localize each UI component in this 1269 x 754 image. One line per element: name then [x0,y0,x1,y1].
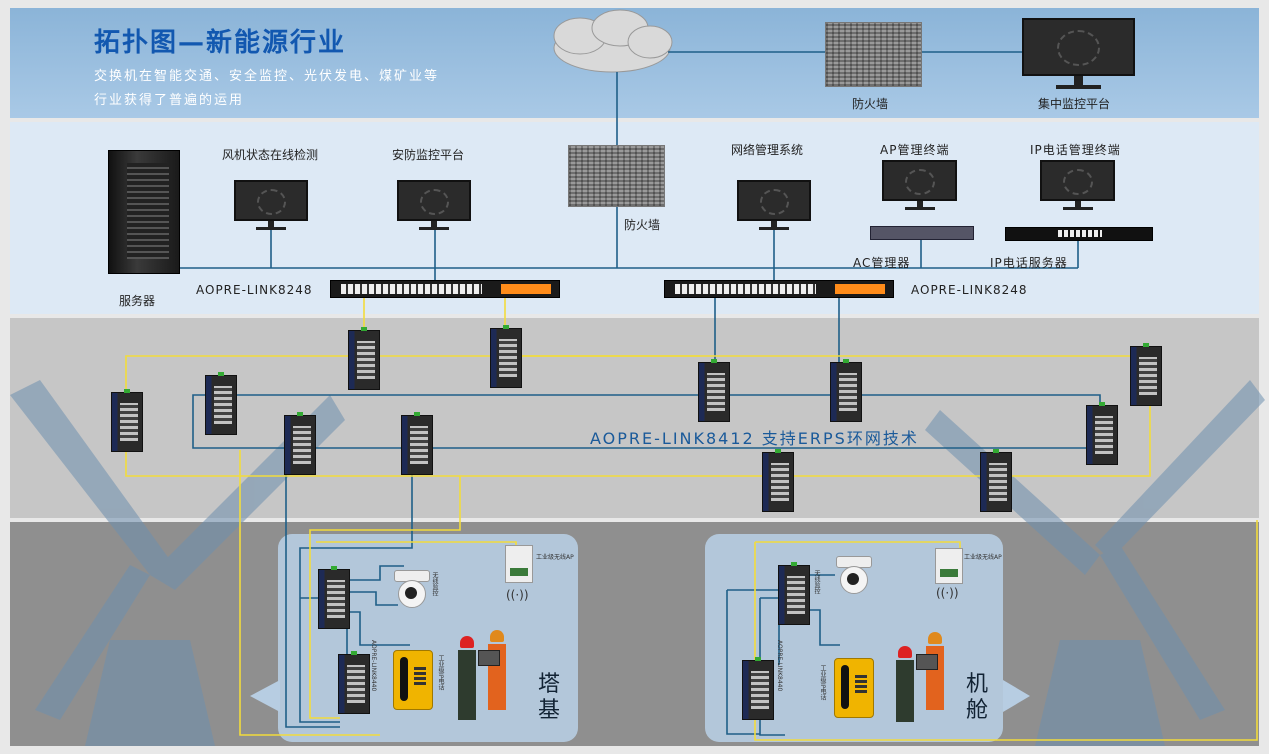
server-label: 服务器 [119,294,156,308]
tower-switch-label: AOPRE-LINK8440 [370,640,377,692]
cloud-icon [553,9,673,73]
nacelle-ap-icon [935,548,963,584]
core-switch-left-icon [330,280,560,298]
ring-switch-5-icon [1130,343,1162,406]
page-subtitle-line1: 交换机在智能交通、安全监控、光伏发电、煤矿业等 [94,69,440,84]
wind-monitor-label: 风机状态在线检测 [222,148,319,162]
ring-switch-6-icon [111,389,143,452]
ring-label: AOPRE-LINK8412 支持ERPS环网技术 [590,429,919,448]
core-switch-right-label: AOPRE-LINK8248 [911,283,1028,297]
ac-label: AC管理器 [853,256,911,270]
ring-switch-4-icon [830,359,862,422]
ip-phone-server-label: IP电话服务器 [990,256,1068,270]
ring-switch-8-icon [284,412,316,475]
ring-switch-11-icon [762,449,794,512]
tower-switch-bottom-icon [338,651,370,714]
ip-phone-terminal-icon [1040,160,1115,212]
monitor-platform-label: 集中监控平台 [1038,97,1111,111]
wind-monitor-icon [234,180,308,232]
nacelle-switch-label: AOPRE-LINK8440 [776,640,783,692]
ring-switch-12-icon [980,449,1012,512]
firewall-core-label: 防火墙 [624,218,661,232]
ring-switch-10-icon [1086,402,1118,465]
nacelle-workers-icon [894,632,952,724]
ap-terminal-label: AP管理终端 [880,143,950,157]
nacelle-ap-label: 工业级无线AP [964,554,1002,561]
nacelle-phone-label: 工业级IP电话 [819,665,826,701]
nacelle-camera-icon [836,556,872,602]
nacelle-switch-top-icon [778,562,810,625]
nacelle-zone-label-line1: 机 [966,672,989,697]
nacelle-zone-label-line2: 舱 [966,698,989,723]
firewall-top-icon [825,22,922,87]
tower-phone-label: 工业级IP电话 [437,655,444,691]
ring-switch-9-icon [401,412,433,475]
tower-wifi-icon: ((·)) [506,588,529,602]
tower-switch-top-icon [318,566,350,629]
nacelle-phone-icon [834,658,874,718]
ring-switch-3-icon [698,359,730,422]
page-subtitle-line2: 行业获得了普遍的运用 [94,93,245,108]
ac-controller-icon [870,226,974,240]
tower-zone-label: 塔 基 [538,672,560,724]
monitor-platform-icon [1022,18,1135,92]
ap-terminal-icon [882,160,957,212]
page-title: 拓扑图—新能源行业 [94,28,347,58]
security-platform-icon [397,180,471,232]
nacelle-wifi-icon: ((·)) [936,586,959,600]
ip-phone-terminal-label: IP电话管理终端 [1030,143,1121,157]
tower-workers-icon [456,630,514,722]
nacelle-zone-label: 机 舱 [966,672,988,724]
ip-phone-server-icon [1005,227,1153,241]
server-rack-icon [108,150,180,274]
network-mgmt-icon [737,180,811,232]
firewall-core-icon [568,145,665,207]
tower-camera-label: 无线监控 [431,572,438,596]
nacelle-camera-label: 无线监控 [813,570,820,594]
network-mgmt-label: 网络管理系统 [731,143,804,157]
firewall-top-label: 防火墙 [852,97,889,111]
tower-ap-icon [505,545,533,583]
core-switch-right-icon [664,280,894,298]
tower-phone-icon [393,650,433,710]
nacelle-switch-bottom-icon [742,657,774,720]
tower-zone-label-line1: 塔 [538,672,561,697]
tower-camera-icon [394,570,430,612]
ring-switch-1-icon [348,327,380,390]
windmill-right-icon [925,380,1265,746]
tower-ap-label: 工业级无线AP [536,554,574,561]
ring-switch-7-icon [205,372,237,435]
tower-zone-label-line2: 基 [538,698,561,723]
security-platform-label: 安防监控平台 [392,148,465,162]
ring-switch-2-icon [490,325,522,388]
core-switch-left-label: AOPRE-LINK8248 [196,283,313,297]
zone-tower-bg [278,534,578,742]
